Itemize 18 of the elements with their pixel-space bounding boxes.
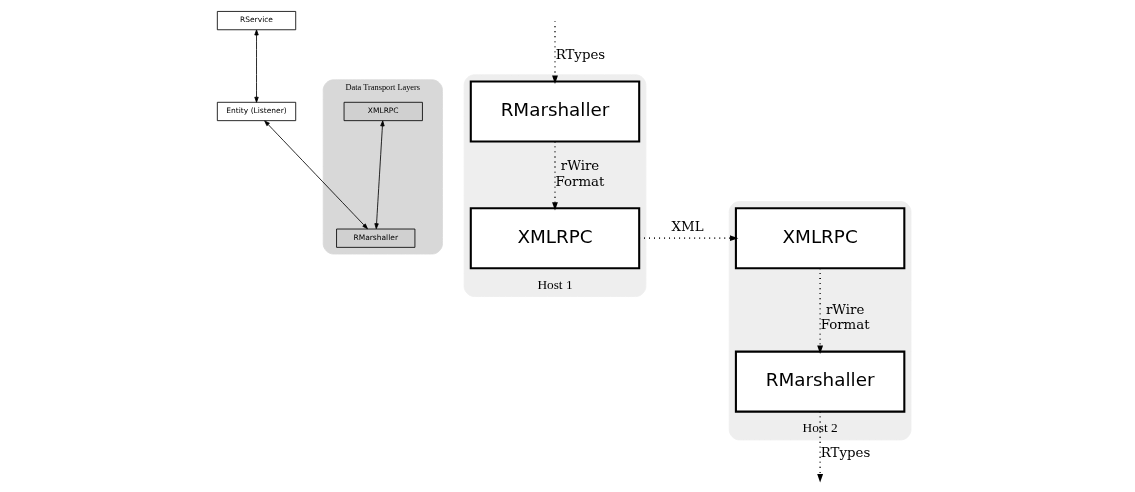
arrow [817, 267, 824, 354]
edge-label: rWire Format [820, 301, 870, 332]
edge-label: RTypes [820, 445, 871, 461]
arrow [638, 235, 739, 242]
node-box: RMarshaller [469, 80, 641, 143]
node-box: Entity (Listener) [216, 101, 297, 122]
node-box: RMarshaller [336, 228, 416, 248]
arrow [254, 29, 259, 103]
edge-label: XML [671, 219, 704, 235]
node-box: RService [216, 11, 297, 31]
node-box: XMLRPC [343, 101, 423, 122]
edge-label: RTypes [555, 46, 606, 62]
node-box: RMarshaller [734, 350, 906, 413]
edge-label: rWire Format [555, 158, 605, 189]
node-box: XMLRPC [734, 207, 906, 270]
node-box: XMLRPC [469, 207, 641, 270]
arrow [264, 120, 368, 230]
arrow [374, 120, 385, 230]
